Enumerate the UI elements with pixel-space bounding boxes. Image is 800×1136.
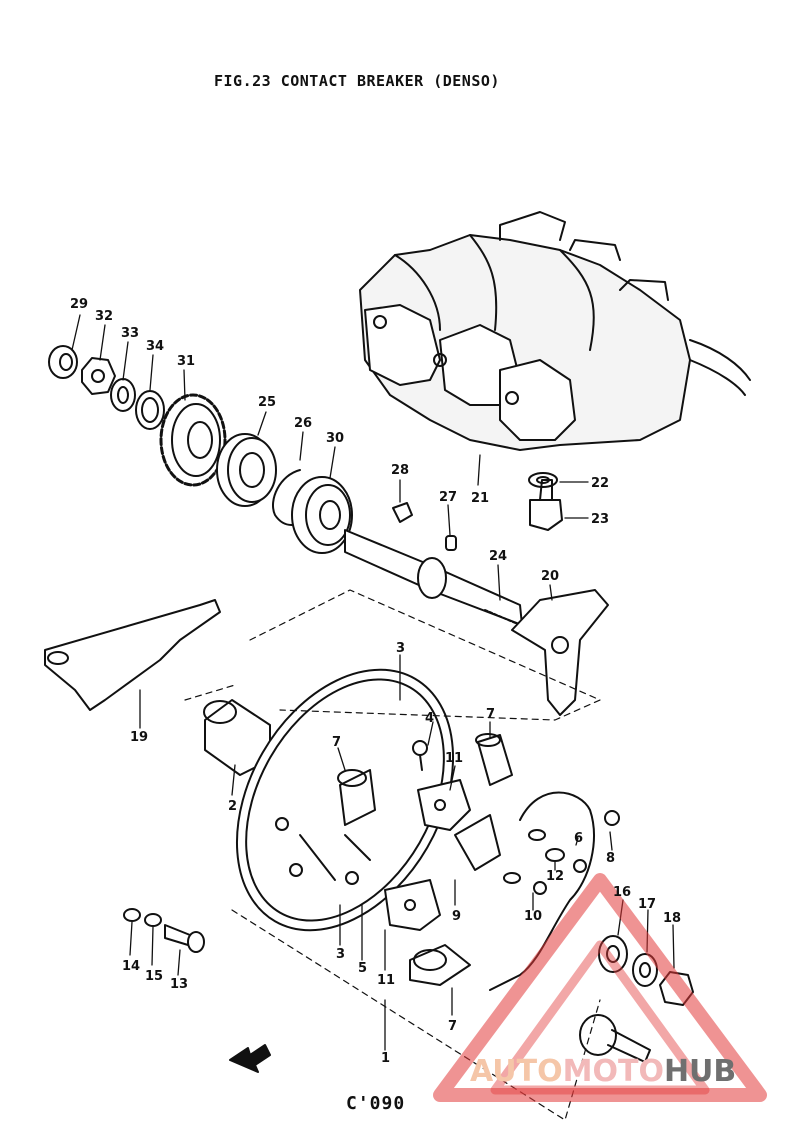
- callout-16: 16: [613, 885, 631, 900]
- callout-10: 10: [524, 909, 542, 924]
- washer-34: [135, 390, 165, 430]
- condenser-7c: [409, 944, 471, 986]
- callout-34: 34: [146, 339, 164, 354]
- ignition-coil-assembly: [359, 211, 751, 451]
- callout-3-top: 3: [396, 641, 405, 656]
- callout-19: 19: [130, 730, 148, 745]
- watermark-part-auto: AUTO: [470, 1054, 563, 1089]
- callout-3-bottom: 3: [336, 947, 345, 962]
- callout-1: 1: [381, 1051, 390, 1066]
- callout-18: 18: [663, 911, 681, 926]
- governor-plate-20: [511, 589, 609, 716]
- bracket-19: [44, 599, 221, 711]
- oil-seal-30: [291, 476, 353, 554]
- callout-21: 21: [471, 491, 489, 506]
- automotohub-logo-icon: [433, 873, 767, 1102]
- callout-9: 9: [452, 909, 461, 924]
- callout-11-upper: 11: [445, 751, 463, 766]
- callout-12: 12: [546, 869, 564, 884]
- callout-28: 28: [391, 463, 409, 478]
- callout-24: 24: [489, 549, 507, 564]
- washer-33: [110, 378, 136, 412]
- screw-4: [412, 740, 428, 771]
- condenser-7b: [475, 733, 513, 786]
- watermark-part-moto: MOTO: [562, 1054, 664, 1089]
- callout-8: 8: [606, 851, 615, 866]
- callout-17: 17: [638, 897, 656, 912]
- callout-14: 14: [122, 959, 140, 974]
- gear-31: [159, 393, 227, 487]
- callout-4: 4: [425, 711, 434, 726]
- callout-26: 26: [294, 416, 312, 431]
- callout-31: 31: [177, 354, 195, 369]
- screw-12: [573, 859, 587, 873]
- callout-33: 33: [121, 326, 139, 341]
- washer-15: [144, 913, 162, 927]
- front-arrow-icon: [229, 1044, 271, 1073]
- callout-11-lower: 11: [377, 973, 395, 988]
- breaker-arm-9: [454, 814, 501, 871]
- callout-5: 5: [358, 961, 367, 976]
- bolt-23: [529, 479, 563, 531]
- grommet: [579, 1014, 651, 1063]
- callout-7-upper: 7: [332, 735, 341, 750]
- callout-30: 30: [326, 431, 344, 446]
- bearing-25: [216, 433, 277, 507]
- callout-2: 2: [228, 799, 237, 814]
- figure-code: C'090: [346, 1093, 406, 1114]
- figure-title: FIG.23 CONTACT BREAKER (DENSO): [214, 72, 500, 90]
- breaker-point-11a: [417, 779, 471, 831]
- nut-32: [81, 357, 116, 395]
- callout-29: 29: [70, 297, 88, 312]
- shaft-24: [344, 529, 523, 626]
- bushing-29: [48, 345, 78, 379]
- condenser-7a: [337, 769, 376, 826]
- screw-10: [503, 872, 547, 895]
- callout-32: 32: [95, 309, 113, 324]
- callout-27: 27: [439, 490, 457, 505]
- breaker-point-11b: [384, 879, 441, 931]
- washer-17: [632, 953, 658, 987]
- washer-16: [598, 935, 628, 973]
- callout-22: 22: [591, 476, 609, 491]
- screw-8: [604, 810, 620, 826]
- watermark-text: AUTOMOTOHUB: [470, 1054, 736, 1089]
- washer-6: [528, 829, 565, 862]
- washer-14: [123, 908, 141, 922]
- watermark-part-hub: HUB: [663, 1054, 737, 1089]
- callout-7-lower: 7: [448, 1019, 457, 1034]
- callout-25: 25: [258, 395, 276, 410]
- callout-20: 20: [541, 569, 559, 584]
- callout-15: 15: [145, 969, 163, 984]
- callout-6: 6: [574, 831, 583, 846]
- callout-13: 13: [170, 977, 188, 992]
- key-28: [392, 502, 413, 523]
- pin-27: [445, 535, 457, 551]
- screw-13: [164, 924, 205, 953]
- callout-23: 23: [591, 512, 609, 527]
- callout-7-right: 7: [486, 707, 495, 722]
